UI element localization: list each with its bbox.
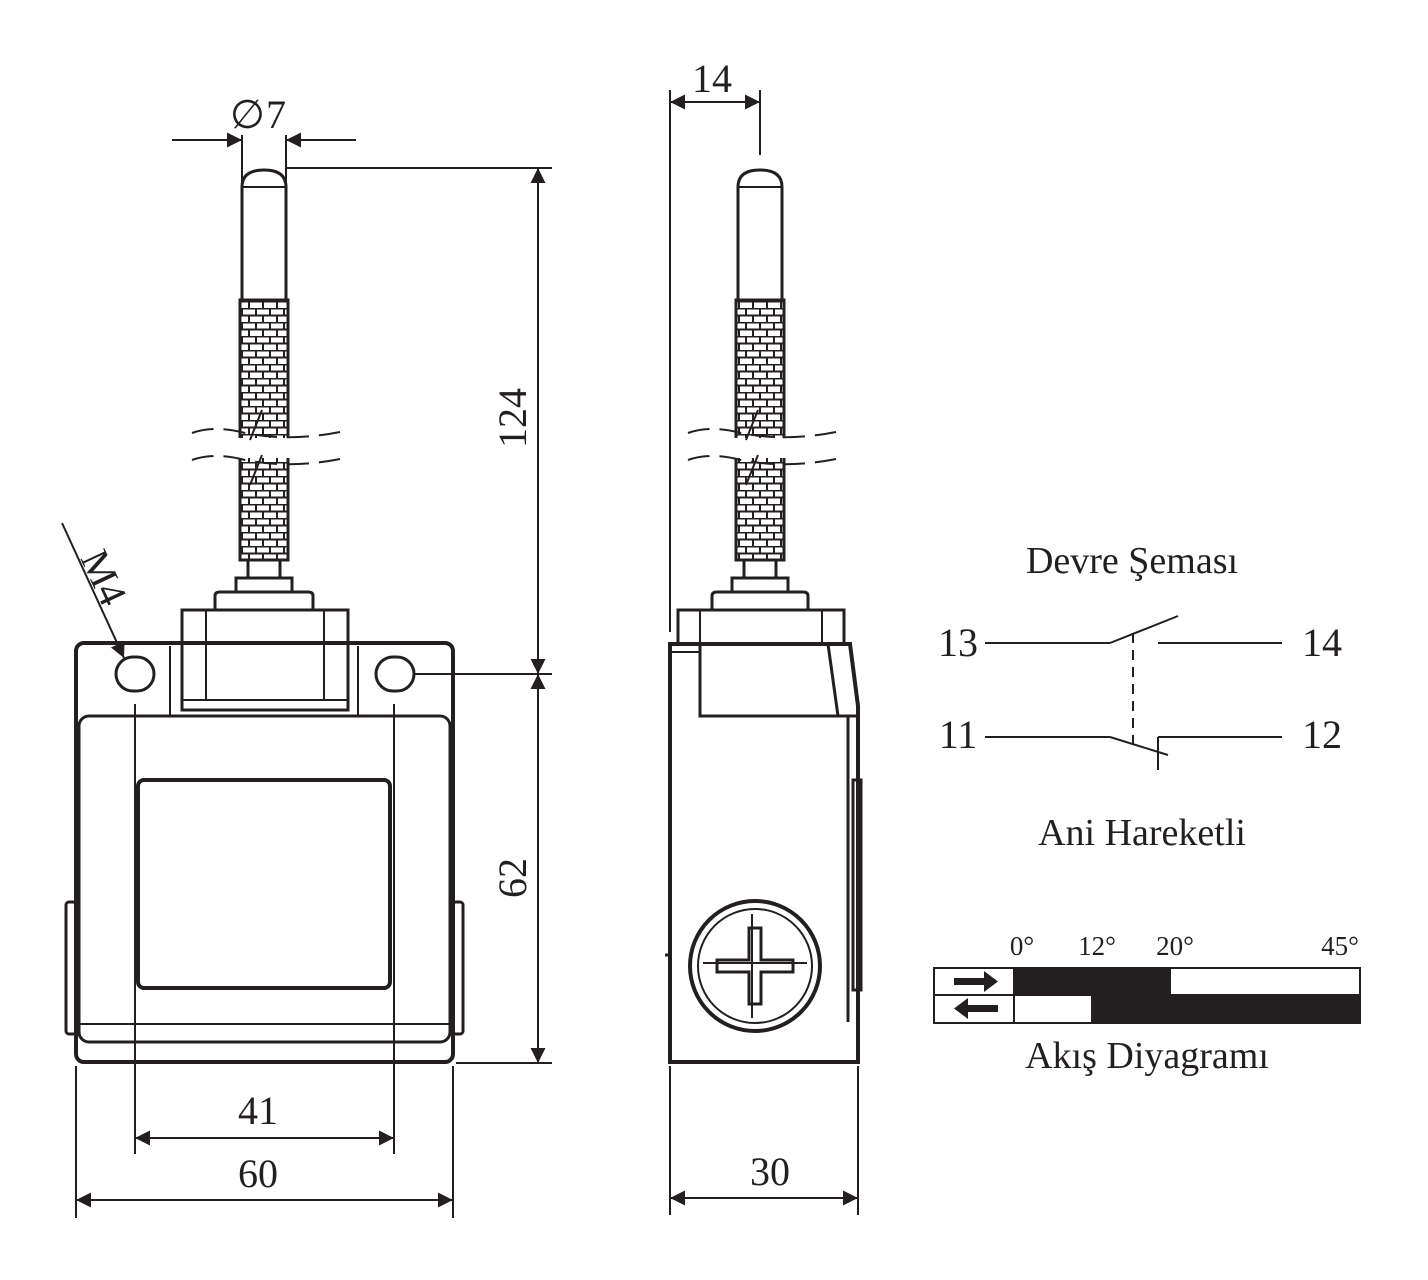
dim-rod-offset: 14 — [669, 56, 761, 632]
no-contact — [985, 615, 1282, 644]
body-height-value: 62 — [490, 858, 535, 898]
front-body — [64, 641, 465, 1064]
side-head — [676, 608, 846, 646]
front-view: M4 ∅ 7 124 62 41 — [61, 92, 552, 1218]
angle-label-0: 0° — [1010, 931, 1034, 961]
diameter-symbol: ∅ — [230, 92, 265, 137]
front-head — [180, 608, 350, 712]
side-spring-rod — [686, 168, 837, 610]
rod-diameter-value: 7 — [266, 92, 286, 137]
total-height-value: 124 — [490, 388, 535, 448]
flow-bar-forward — [1014, 968, 1171, 995]
flow-arrow-return — [954, 998, 998, 1019]
dim-vertical: 124 62 — [286, 167, 552, 1064]
side-body — [665, 642, 863, 1064]
angle-label-45: 45° — [1321, 931, 1359, 961]
dim-depth: 30 — [669, 1066, 859, 1215]
terminal-14: 14 — [1302, 620, 1342, 665]
m4-callout: M4 — [61, 522, 136, 659]
mounting-hole-right — [374, 655, 416, 693]
cable-gland — [688, 899, 822, 1033]
front-spring-rod — [190, 168, 341, 610]
body-width-value: 60 — [238, 1151, 278, 1196]
flow-bars — [1014, 968, 1360, 1023]
rod-offset-value: 14 — [692, 56, 732, 101]
angle-label-12: 12° — [1078, 931, 1116, 961]
hole-spacing-value: 41 — [238, 1088, 278, 1133]
flow-diagram: 0° 12° 20° 45° Akış Diyagramı — [933, 931, 1361, 1077]
angle-label-20: 20° — [1156, 931, 1194, 961]
body-depth-value: 30 — [750, 1149, 790, 1194]
terminal-12: 12 — [1302, 712, 1342, 757]
thread-label: M4 — [72, 543, 136, 612]
circuit-diagram: Devre Şeması 13 14 11 12 Ani Hareketli — [938, 540, 1342, 854]
mounting-hole-left — [114, 655, 156, 693]
dim-rod-diameter: ∅ 7 — [172, 92, 356, 185]
side-view: 14 30 — [665, 56, 863, 1215]
flow-title: Akış Diyagramı — [1025, 1035, 1269, 1077]
circuit-title: Devre Şeması — [1026, 540, 1238, 582]
nc-contact — [985, 736, 1282, 770]
flow-arrow-forward — [954, 971, 998, 992]
flow-angle-labels: 0° 12° 20° 45° — [1010, 931, 1359, 961]
flow-bar-return — [1091, 995, 1360, 1023]
circuit-type-label: Ani Hareketli — [1038, 812, 1246, 854]
terminal-11: 11 — [939, 712, 978, 757]
terminal-13: 13 — [938, 620, 978, 665]
dim-horizontal-front: 41 60 — [75, 704, 454, 1218]
